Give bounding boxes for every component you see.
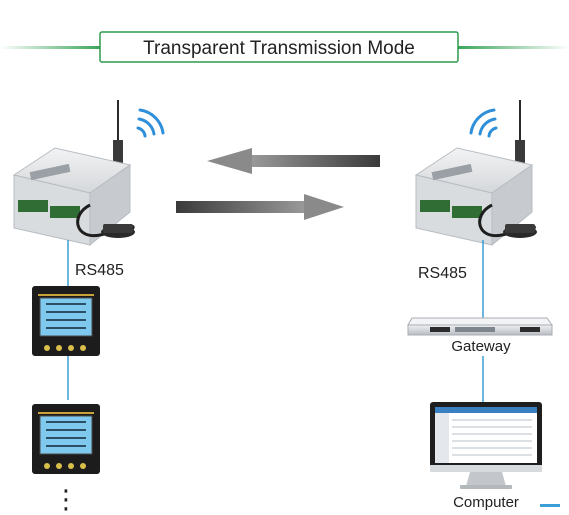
transfer-arrows (176, 148, 380, 220)
corner-accent (540, 504, 560, 507)
banner-line-right (458, 46, 569, 49)
wifi-signal-icon (469, 108, 498, 138)
title-banner: Transparent Transmission Mode (0, 31, 569, 63)
computer-monitor (430, 402, 542, 489)
left-rs485-label: RS485 (75, 262, 124, 279)
banner-line-left (0, 46, 100, 49)
right-rs485-label: RS485 (418, 265, 467, 282)
wifi-signal-icon (136, 108, 165, 138)
gateway-label: Gateway (451, 338, 511, 355)
right-wireless-module (414, 100, 537, 247)
arrow-left-icon (207, 148, 380, 174)
more-devices-indicator: ⋮ (53, 484, 79, 514)
page-title: Transparent Transmission Mode (143, 38, 415, 59)
left-wireless-module (12, 100, 165, 247)
arrow-right-icon (176, 194, 344, 220)
computer-label: Computer (453, 494, 519, 511)
power-meter (32, 404, 100, 474)
gateway-device (407, 317, 553, 336)
power-meter (32, 286, 100, 356)
banner-box (99, 31, 459, 63)
